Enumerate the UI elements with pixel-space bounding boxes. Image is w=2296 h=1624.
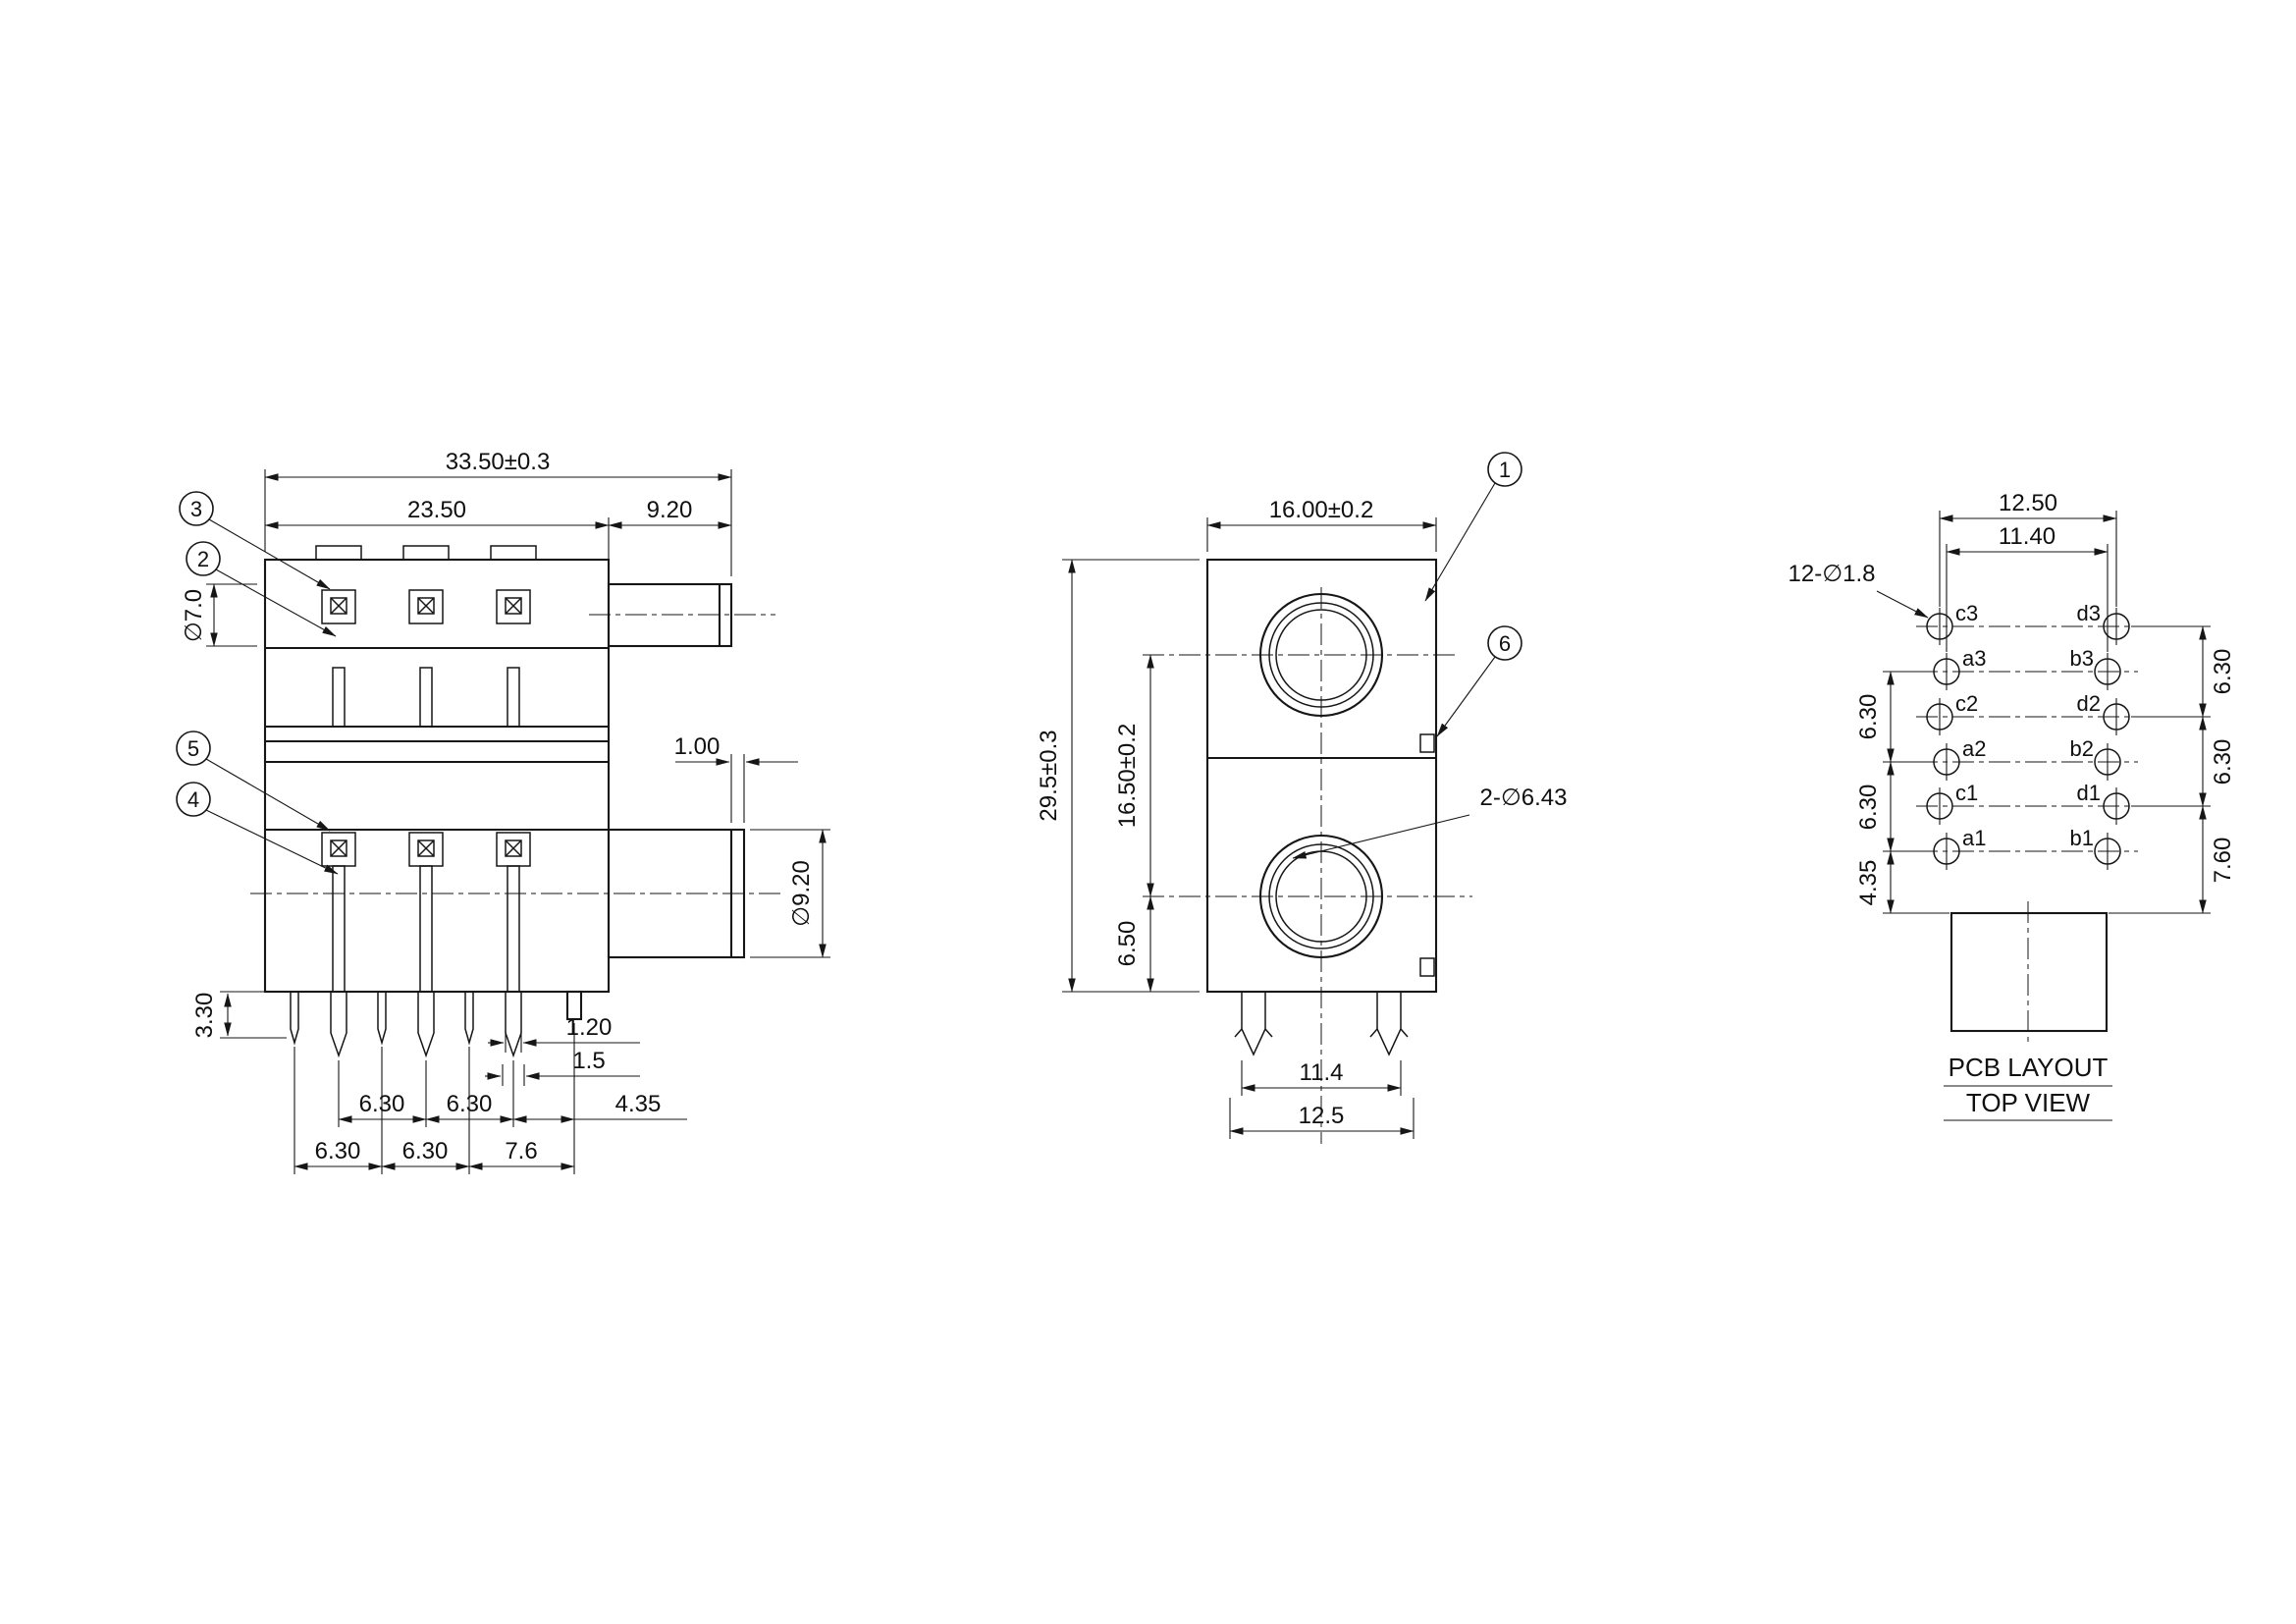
balloon-6: 6 xyxy=(1436,625,1522,737)
dim-base-width: 12.5 xyxy=(1299,1103,1345,1129)
pin-label-b1: b1 xyxy=(2070,826,2094,850)
dim-front-height: 29.5±0.3 xyxy=(1036,730,1062,821)
dim-pin-length: 3.30 xyxy=(191,993,218,1039)
dim-bottom-barrel-dia: ∅9.20 xyxy=(788,860,815,927)
dim-row1-a: 6.30 xyxy=(359,1091,405,1117)
pin-label-a2: a2 xyxy=(1962,736,1986,761)
balloon-1-label: 1 xyxy=(1499,458,1511,482)
dim-pin-width-inner: 1.20 xyxy=(566,1014,613,1041)
terminal-blocks-top xyxy=(315,545,537,728)
side-view: 33.50±0.3 23.50 9.20 ∅7.0 1.00 ∅9.20 3.3… xyxy=(176,449,830,1174)
balloon-5: 5 xyxy=(176,731,331,832)
dim-pcb-right-c: 7.60 xyxy=(2210,838,2236,884)
side-centerlines xyxy=(250,614,785,894)
pcb-view: c3 d3 a3 b3 c2 d2 a2 b2 c1 d1 a1 b1 12.5… xyxy=(1789,490,2236,1121)
front-centerlines xyxy=(1143,587,1472,1144)
front-legs xyxy=(1234,992,1409,1056)
balloon-6-label: 6 xyxy=(1499,631,1511,656)
terminal-blocks-bottom xyxy=(321,832,531,993)
dim-body-width: 23.50 xyxy=(407,497,466,523)
dim-pcb-right-a: 6.30 xyxy=(2210,649,2236,695)
balloon-4: 4 xyxy=(176,782,339,875)
solder-pins-side xyxy=(290,992,522,1058)
pcb-row-centerlines xyxy=(1916,625,2138,1045)
dim-bottom-offset: 6.50 xyxy=(1114,921,1141,967)
pin-label-b2: b2 xyxy=(2070,736,2094,761)
dim-total-width: 33.50±0.3 xyxy=(446,449,551,475)
front-view: 16.00±0.2 29.5±0.3 16.50±0.2 6.50 2-∅6.4… xyxy=(1036,452,1568,1144)
pin-label-a1: a1 xyxy=(1962,826,1986,850)
pin-holes xyxy=(1926,608,2130,870)
pin-label-d2: d2 xyxy=(2077,691,2101,716)
pcb-body-outline xyxy=(1949,911,2109,1033)
dim-row2-b: 6.30 xyxy=(402,1138,449,1164)
pin-label-d1: d1 xyxy=(2077,781,2101,805)
balloon-1: 1 xyxy=(1424,452,1522,602)
dim-pcb-outer-width: 12.50 xyxy=(1999,490,2057,516)
pin-label-d3: d3 xyxy=(2077,601,2101,625)
pin-label-c2: c2 xyxy=(1955,691,1978,716)
caption-pcb-layout: PCB LAYOUT xyxy=(1949,1053,2109,1082)
balloon-4-label: 4 xyxy=(187,787,199,812)
dim-pcb-left-b: 6.30 xyxy=(1855,785,1882,831)
front-dimensions xyxy=(1062,517,1470,1139)
jack-rings xyxy=(1268,602,1435,977)
side-dimensions xyxy=(206,469,830,1174)
dim-pcb-right-b: 6.30 xyxy=(2210,739,2236,785)
note-jack-holes: 2-∅6.43 xyxy=(1480,785,1568,811)
caption-top-view: TOP VIEW xyxy=(1966,1088,2091,1117)
dim-pin-width-outer: 1.5 xyxy=(572,1048,605,1074)
dim-front-width: 16.00±0.2 xyxy=(1269,497,1374,523)
dim-pcb-inner-width: 11.40 xyxy=(1999,523,2056,550)
balloon-3: 3 xyxy=(179,491,331,590)
balloon-2: 2 xyxy=(186,541,337,637)
balloon-5-label: 5 xyxy=(187,736,199,761)
dim-pcb-left-a: 6.30 xyxy=(1855,694,1882,740)
note-pcb-hole-size: 12-∅1.8 xyxy=(1789,561,1876,587)
dim-row2-c: 7.6 xyxy=(505,1138,537,1164)
dim-center-spacing: 16.50±0.2 xyxy=(1114,724,1141,829)
dim-top-barrel-dia: ∅7.0 xyxy=(181,589,207,642)
pin-label-b3: b3 xyxy=(2070,646,2094,671)
balloon-3-label: 3 xyxy=(190,497,202,521)
pin-label-c1: c1 xyxy=(1955,781,1978,805)
balloon-2-label: 2 xyxy=(197,547,209,571)
dim-barrel-length: 9.20 xyxy=(647,497,693,523)
dim-pcb-left-c: 4.35 xyxy=(1855,860,1882,906)
dim-flange-step: 1.00 xyxy=(674,733,721,760)
pcb-dimensions xyxy=(1876,511,2211,1121)
dim-row1-b: 6.30 xyxy=(447,1091,493,1117)
dim-row1-c: 4.35 xyxy=(615,1091,662,1117)
pin-label-a3: a3 xyxy=(1962,646,1986,671)
dim-leg-span: 11.4 xyxy=(1300,1059,1344,1086)
connector-body-outline xyxy=(263,558,746,1021)
pin-label-c3: c3 xyxy=(1955,601,1978,625)
dim-row2-a: 6.30 xyxy=(315,1138,361,1164)
